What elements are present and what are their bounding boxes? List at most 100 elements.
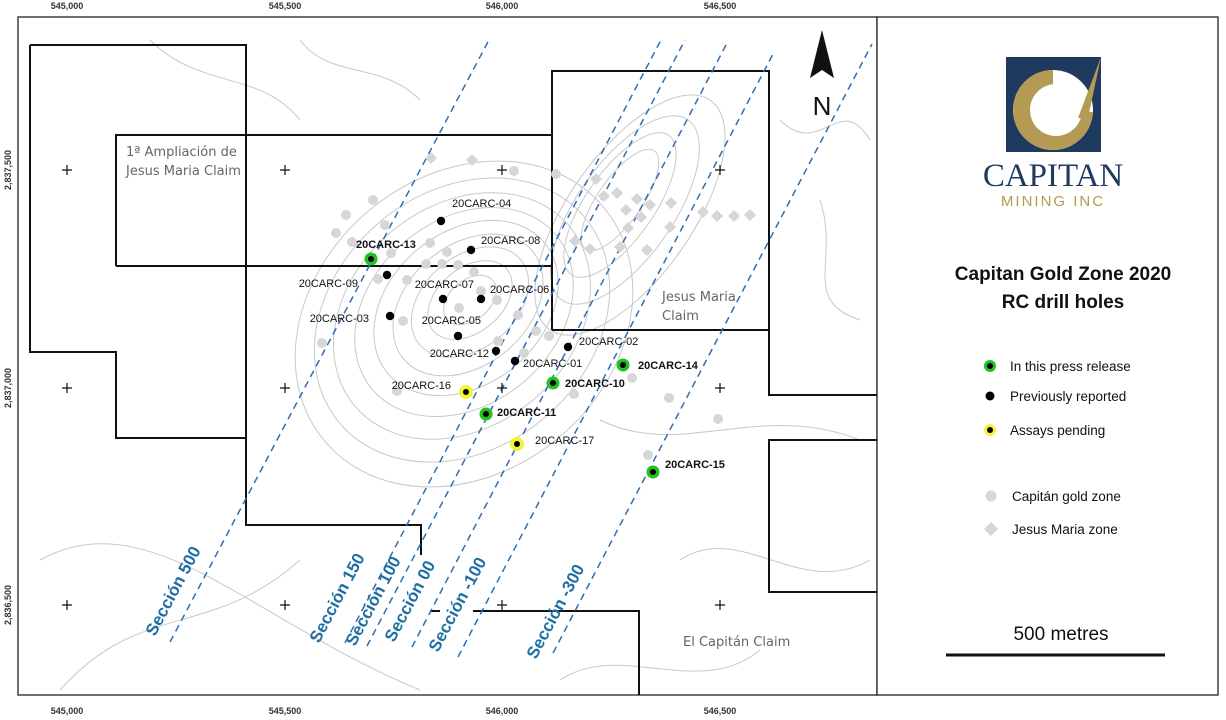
drill-hole-marker [563, 342, 573, 352]
capitan-zone-hole [531, 326, 541, 336]
company-logo: CAPITAN MINING INC [983, 57, 1123, 210]
drill-hole-label: 20CARC-15 [665, 459, 725, 471]
contour-line [299, 39, 421, 101]
jesus-maria-zone-hole [622, 222, 634, 234]
y-tick-label: 2,837,500 [3, 150, 13, 190]
drill-hole-marker [453, 331, 463, 341]
drill-hole-center [650, 469, 656, 475]
north-arrow: N [810, 30, 834, 121]
drill-hole-label: 20CARC-11 [497, 407, 556, 419]
legend-label: Previously reported [1010, 389, 1126, 404]
jesus-maria-zone-hole [614, 241, 626, 253]
drill-holes: 20CARC-13 20CARC-10 20CARC-11 20CARC-14 20CA… [299, 198, 725, 479]
capitan-zone-hole [425, 238, 435, 248]
legend-item-assays-pending: Assays pending [984, 423, 1105, 438]
capitan-zone-hole [442, 247, 452, 257]
drill-hole-marker [476, 294, 486, 304]
contour-line [392, 233, 544, 377]
x-axis-top: 545,000 545,500 546,000 546,500 [51, 1, 737, 11]
drill-hole-marker [510, 356, 520, 366]
capitan-zone-hole [513, 310, 523, 320]
capitan-zone-hole [331, 228, 341, 238]
drill-hole-label: 20CARC-13 [356, 239, 416, 251]
drill-hole-marker [466, 245, 476, 255]
contour-line [313, 177, 611, 463]
jesus-maria-zone-hole [665, 197, 677, 209]
jesus-maria-zone-hole [728, 210, 740, 222]
capitan-zone-hole [341, 210, 351, 220]
capitan-zone-hole [627, 373, 637, 383]
southeast-claim-boundary [768, 439, 877, 593]
legend-label: Assays pending [1010, 423, 1105, 438]
capitan-zone-hole [373, 274, 383, 284]
contour-line [443, 274, 497, 326]
x-tick-label: 545,000 [51, 706, 84, 716]
jesus-maria-zone-hole [598, 190, 610, 202]
drill-hole: 20CARC-11 [479, 407, 556, 421]
jesus-maria-zone-hole [569, 235, 581, 247]
x-tick-label: 545,500 [269, 706, 302, 716]
legend-item-press-release: In this press release [984, 359, 1131, 374]
jesus-maria-claim-boundary [551, 70, 770, 331]
jesus-maria-zone-hole [584, 243, 596, 255]
contour-line [563, 132, 677, 278]
contour-line [534, 94, 726, 336]
section-150-line [344, 37, 663, 644]
capitan-zone-hole [544, 331, 554, 341]
y-tick-label: 2,836,500 [3, 585, 13, 625]
drill-hole-label: 20CARC-06 [490, 284, 549, 296]
capitan-zone-hole [437, 259, 447, 269]
legend-label: Jesus Maria zone [1012, 522, 1118, 537]
legend-item-previously-reported: Previously reported [985, 389, 1126, 404]
ampliacion-claim-label: Jesus Maria Claim [125, 164, 241, 179]
contour-line [294, 160, 634, 488]
drill-hole-label: 20CARC-05 [422, 315, 481, 327]
capitan-zone-hole [402, 275, 412, 285]
north-label: N [813, 91, 832, 121]
drill-hole-marker [382, 270, 392, 280]
capitan-zone-hole [368, 195, 378, 205]
drill-hole-center [514, 441, 520, 447]
legend-item-jesus-maria-zone: Jesus Maria zone [984, 522, 1118, 537]
y-tick-label: 2,837,000 [3, 368, 13, 408]
legend-subtitle: RC drill holes [1002, 292, 1124, 313]
x-axis-bottom: 545,000 545,500 546,000 546,500 [51, 706, 737, 716]
section-500-line [169, 37, 491, 643]
historic-holes [317, 152, 756, 460]
contour-line [559, 649, 761, 681]
capitan-zone-hole [347, 237, 357, 247]
jesus-maria-zone-hole [611, 187, 623, 199]
contour-line [59, 559, 301, 691]
el-capitan-claim-boundary-west [29, 45, 247, 525]
drill-hole-center [483, 411, 489, 417]
drill-hole: 20CARC-10 [546, 376, 625, 390]
topographic-contours [39, 39, 871, 691]
drill-hole-center [463, 389, 469, 395]
drill-hole-marker [436, 216, 446, 226]
jesus-maria-claim-label: Jesus Maria [661, 290, 736, 305]
drill-hole: 20CARC-05 [422, 315, 481, 341]
drill-hole: 20CARC-14 [616, 358, 699, 372]
capitan-zone-hole [551, 169, 561, 179]
drill-hole-marker [438, 294, 448, 304]
section-minus300-line [552, 43, 873, 654]
el-capitan-claim-label: El Capitán Claim [683, 635, 790, 650]
drill-hole-label: 20CARC-03 [310, 313, 369, 325]
logo-subtitle: MINING INC [1001, 193, 1105, 210]
claim-boundaries [29, 44, 877, 695]
capitan-zone-hole [454, 303, 464, 313]
capitan-zone-hole [643, 450, 653, 460]
ampliacion-claim-label: 1ª Ampliación de [126, 145, 237, 160]
east-claim-boundary [768, 330, 877, 396]
drill-hole: 20CARC-16 [392, 380, 473, 399]
contour-line [333, 192, 591, 440]
drill-hole-label: 20CARC-10 [565, 378, 625, 390]
drill-hole: 20CARC-17 [510, 435, 594, 451]
drill-hole: 20CARC-03 [310, 311, 395, 325]
jesus-maria-zone-hole [711, 210, 723, 222]
drill-hole: 20CARC-01 [510, 356, 582, 370]
capitan-zone-hole [398, 316, 408, 326]
x-tick-label: 545,000 [51, 1, 84, 11]
drill-hole-label: 20CARC-14 [638, 360, 699, 372]
